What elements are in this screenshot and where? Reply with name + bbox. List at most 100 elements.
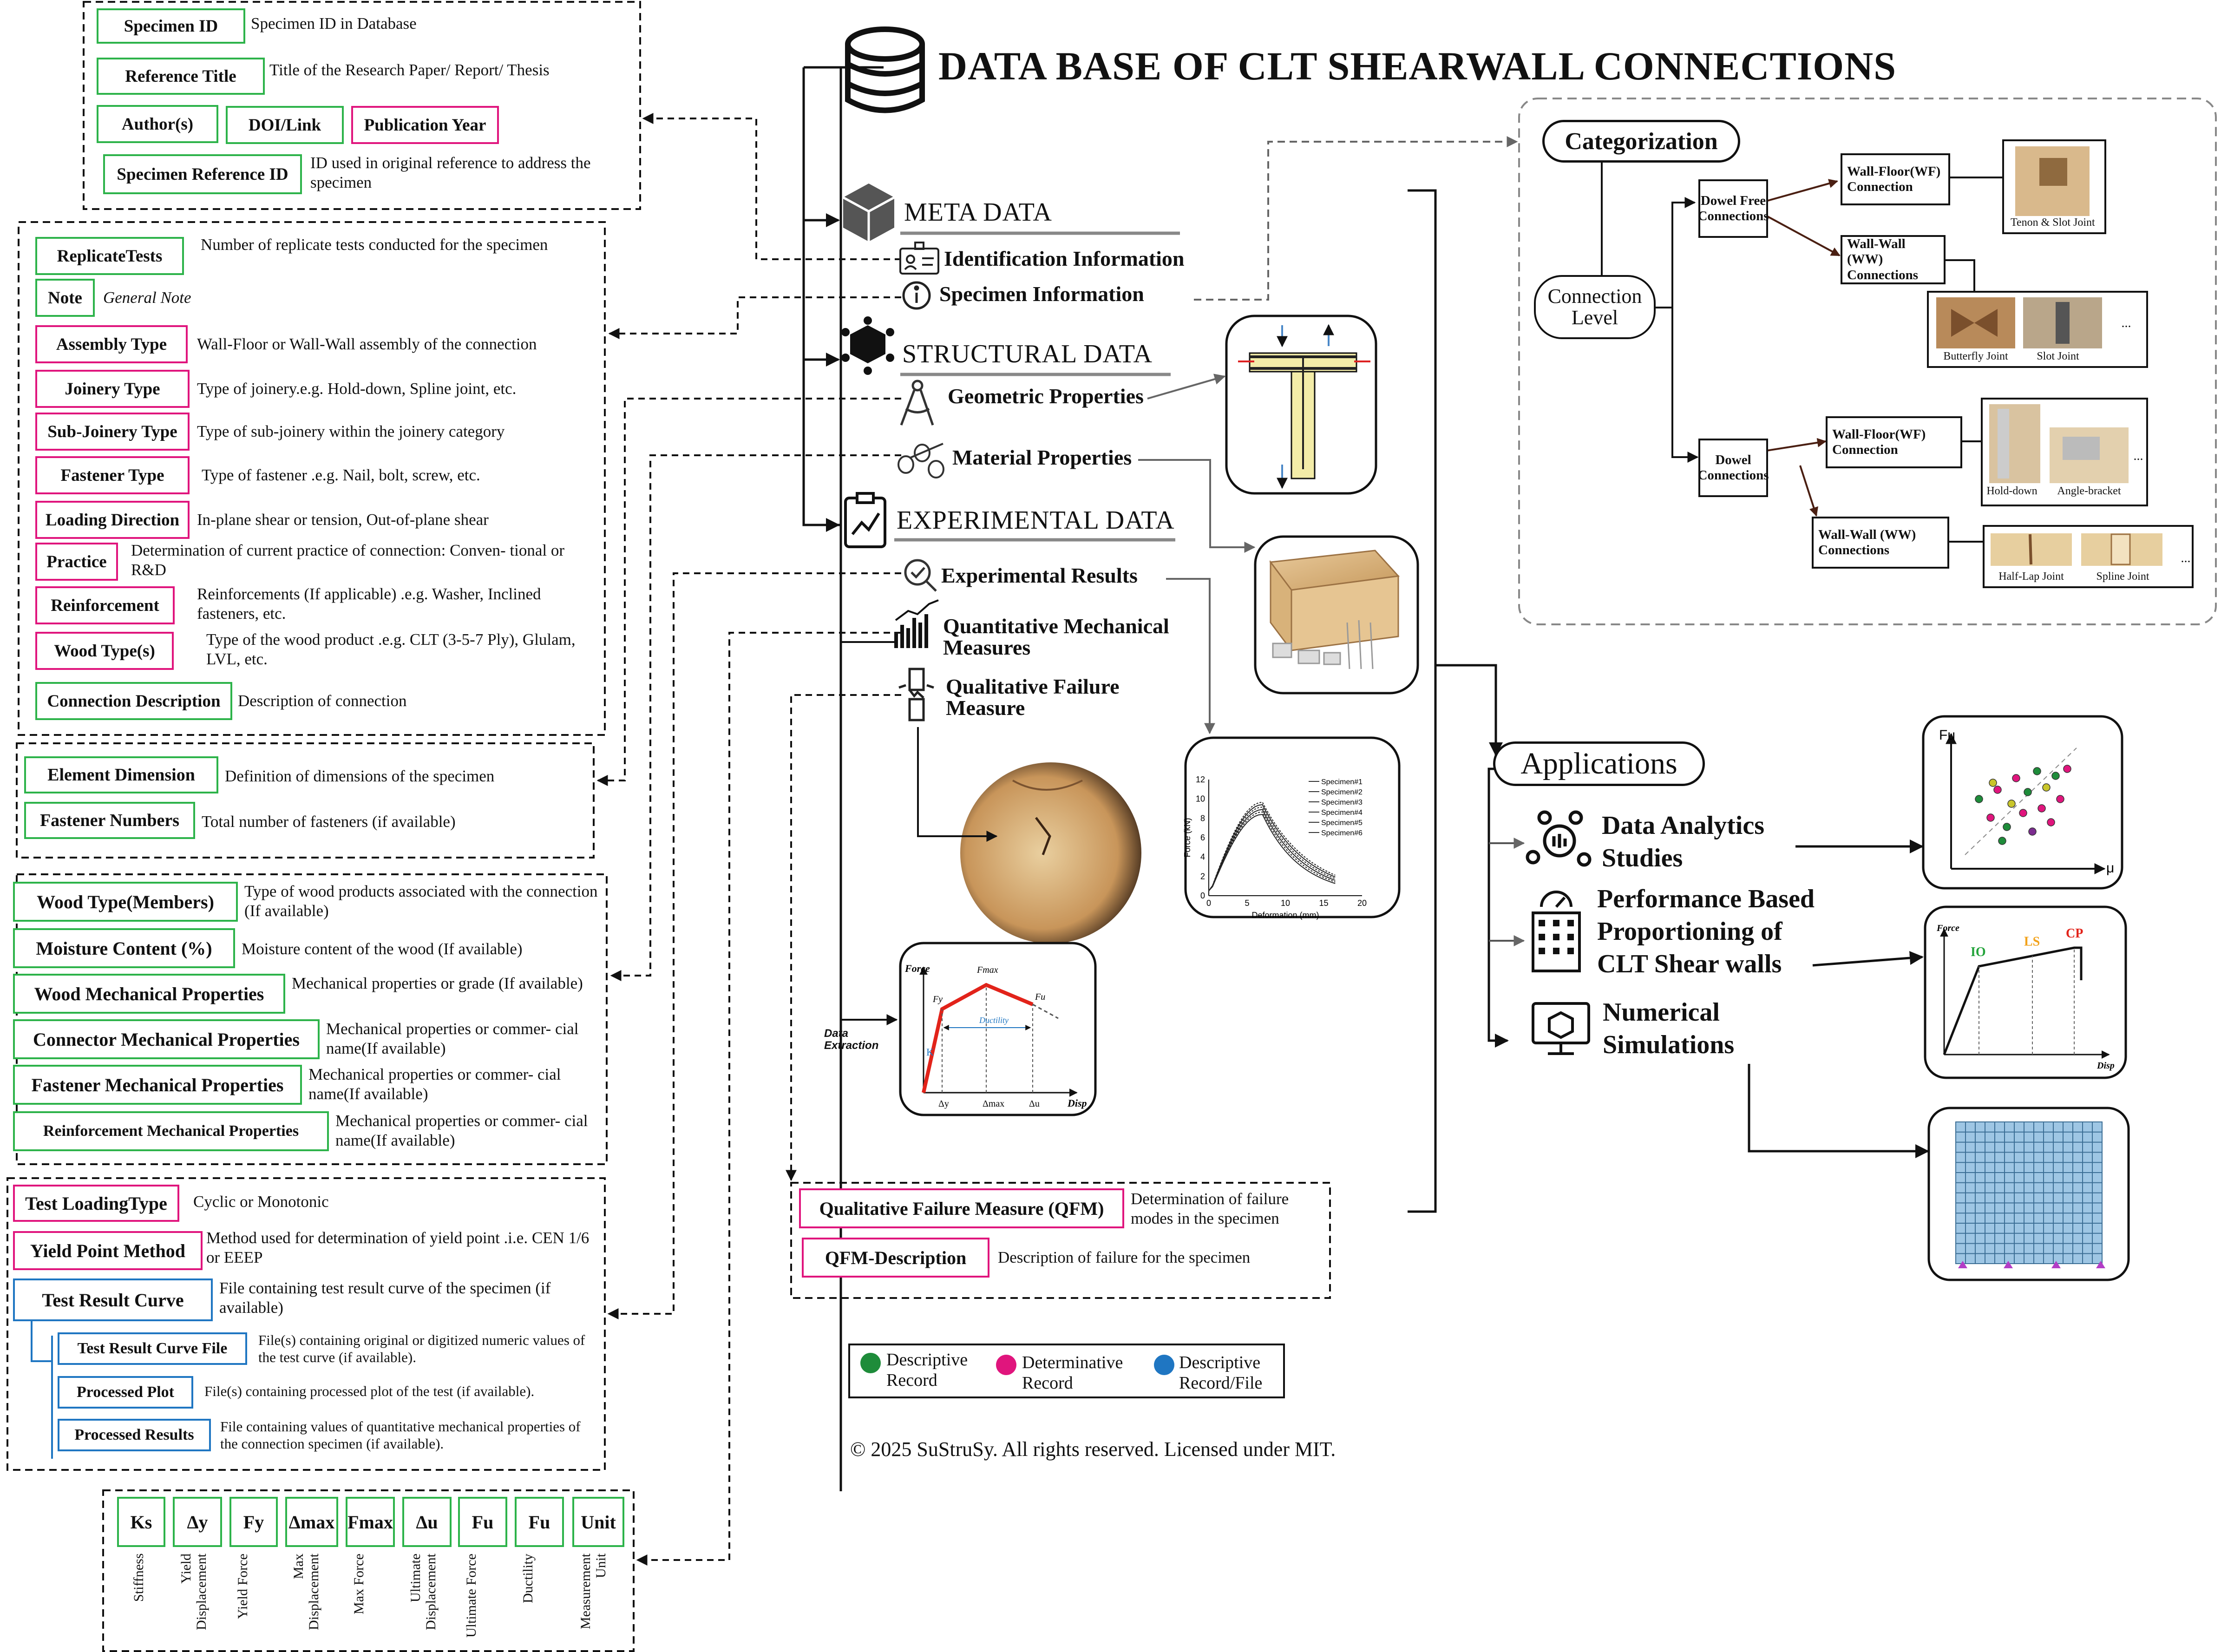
bb-xlabel: Disp bbox=[1067, 1097, 1087, 1109]
fd-legend-entry: Specimen#5 bbox=[1321, 819, 1363, 827]
bb-stiffness-label: K bbox=[926, 1046, 934, 1058]
bb-ductility-label: Ductility bbox=[979, 1016, 1009, 1025]
scatter-point bbox=[2063, 765, 2071, 773]
fd-ytick: 2 bbox=[1200, 872, 1205, 881]
scatter-point bbox=[2042, 783, 2051, 792]
scatter-point bbox=[2028, 827, 2037, 836]
fd-xlabel: Deformation (mm) bbox=[1251, 911, 1319, 920]
bb-point-label: Fy bbox=[932, 994, 943, 1004]
structural-cube-icon bbox=[841, 316, 894, 375]
scatter-point bbox=[2038, 804, 2046, 813]
section-underlines bbox=[894, 231, 1180, 542]
bb-descent bbox=[1032, 1003, 1059, 1019]
pbd-level-cp: CP bbox=[2066, 926, 2083, 941]
fd-xtick: 0 bbox=[1206, 898, 1211, 908]
scatter-point bbox=[2047, 818, 2055, 826]
scatter-point bbox=[1986, 813, 1995, 822]
fd-series-6 bbox=[1208, 801, 1336, 892]
scatter-frame bbox=[1922, 715, 2123, 890]
bb-backbone-curve bbox=[922, 983, 1034, 1093]
broken-specimen-icon bbox=[898, 668, 934, 721]
frame-geometric bbox=[16, 742, 595, 859]
fd-ytick: 8 bbox=[1200, 813, 1205, 823]
extraction-arrow bbox=[840, 641, 898, 1025]
bb-point-label: Fmax bbox=[976, 965, 998, 975]
building-gauge-icon bbox=[1532, 891, 1581, 972]
fd-ytick: 6 bbox=[1200, 833, 1205, 842]
bb-du-label: Δu bbox=[1029, 1099, 1040, 1109]
scatter-point bbox=[2019, 809, 2027, 817]
failure-photo bbox=[960, 762, 1141, 944]
legend-dot-pink bbox=[996, 1355, 1016, 1375]
frame-material bbox=[16, 873, 608, 1165]
fd-xtick: 10 bbox=[1281, 898, 1290, 908]
fd-series-2 bbox=[1208, 811, 1336, 892]
pbd-xlabel: Disp bbox=[2097, 1061, 2115, 1071]
app-output-arrows bbox=[1748, 839, 1929, 1158]
fd-ytick: 10 bbox=[1196, 794, 1205, 804]
fd-legend-entry: Specimen#4 bbox=[1321, 809, 1363, 817]
app-arrows bbox=[1489, 838, 1525, 946]
pbd-level-io: IO bbox=[1971, 945, 1986, 959]
fd-series-1 bbox=[1208, 813, 1336, 892]
frame-specimen bbox=[18, 221, 606, 736]
fd-xtick: 15 bbox=[1319, 898, 1328, 908]
frame-quantitative bbox=[102, 1489, 635, 1652]
legend-dot-blue bbox=[1154, 1355, 1174, 1375]
meta-box-icon bbox=[842, 184, 895, 242]
scatter-point bbox=[2056, 795, 2064, 803]
left-link-arrows bbox=[596, 113, 901, 1566]
material-picture bbox=[1254, 535, 1419, 695]
pbd-ylabel: Force bbox=[1936, 923, 1959, 933]
frame-identification bbox=[83, 1, 641, 210]
scatter-chart: Fu μ bbox=[1939, 728, 2114, 876]
fd-legend-entry: Specimen#3 bbox=[1321, 799, 1363, 806]
qualitative-arrow bbox=[917, 727, 998, 842]
fd-legend-entry: Specimen#1 bbox=[1321, 778, 1363, 786]
right-bracket bbox=[1408, 189, 1509, 1213]
fd-xtick: 5 bbox=[1245, 898, 1249, 908]
scatter-point bbox=[1975, 795, 1983, 803]
scatter-ylabel: Fu bbox=[1939, 728, 1955, 743]
id-card-icon bbox=[899, 242, 939, 275]
logs-icon bbox=[898, 443, 944, 479]
frame-experimental bbox=[7, 1177, 606, 1471]
frame-qfm bbox=[790, 1182, 1331, 1299]
clipboard-chart-icon bbox=[844, 492, 886, 548]
scatter-trend bbox=[1965, 747, 2077, 855]
fd-ytick: 12 bbox=[1196, 775, 1205, 784]
fd-xtick: 20 bbox=[1357, 898, 1367, 908]
frame-categorization bbox=[1518, 98, 2217, 625]
force-disp-frame bbox=[1184, 736, 1401, 918]
bb-ylabel: Force bbox=[904, 963, 930, 974]
database-icon bbox=[845, 26, 925, 113]
pbd-frame bbox=[1924, 905, 2127, 1079]
categorization-tree bbox=[1601, 163, 2007, 543]
monitor-cube-icon bbox=[1532, 1002, 1590, 1055]
legend-frame bbox=[848, 1344, 1285, 1398]
scatter-point bbox=[1998, 837, 2006, 845]
bb-dy-label: Δy bbox=[938, 1099, 949, 1109]
scatter-xlabel: μ bbox=[2106, 860, 2114, 876]
info-icon bbox=[902, 281, 931, 310]
scatter-point bbox=[2051, 772, 2060, 780]
fd-series-3 bbox=[1208, 809, 1336, 892]
fd-ytick: 0 bbox=[1200, 891, 1205, 900]
fd-ylabel: Force (kN) bbox=[1183, 818, 1192, 858]
scatter-point bbox=[2033, 767, 2041, 775]
legend-dot-green bbox=[860, 1353, 881, 1373]
geometric-picture bbox=[1225, 315, 1377, 495]
left-frames bbox=[7, 1, 641, 1652]
categorization-photos bbox=[1927, 139, 2194, 588]
magnifier-check-icon bbox=[904, 559, 937, 592]
central-spine bbox=[802, 66, 884, 1491]
scatter-point bbox=[2007, 800, 2016, 808]
fd-legend-entry: Specimen#2 bbox=[1321, 788, 1363, 796]
fd-series-5 bbox=[1208, 804, 1336, 892]
result-curve-branches bbox=[31, 1319, 53, 1459]
scatter-point bbox=[2012, 774, 2020, 782]
pbd-level-ls: LS bbox=[2024, 935, 2040, 949]
